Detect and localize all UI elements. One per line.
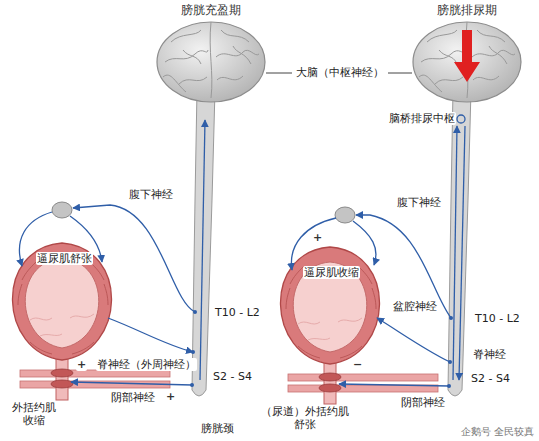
nerve-lines	[19, 120, 205, 385]
bladder	[12, 243, 170, 400]
segment-label: S2 - S4	[212, 370, 253, 383]
nerve-label: 盆腔神经	[392, 300, 438, 313]
nerve-label: 阴部神经	[110, 391, 156, 404]
muscle-label: 逼尿肌舒张	[36, 252, 93, 265]
spinal-cord	[192, 90, 215, 396]
brain	[157, 22, 265, 102]
nerve-label: 腹下神经	[396, 196, 442, 209]
spinal-cord	[448, 90, 471, 396]
brain	[413, 22, 521, 102]
sign-label: +	[165, 390, 176, 403]
nerve-dots	[190, 310, 453, 388]
nerve-label: 脊神经	[472, 348, 507, 361]
sphincter-label: 外括约肌 收缩	[8, 401, 60, 427]
watermark: 企鹅号 全民较真	[460, 426, 535, 438]
neck-label: 膀胱颈	[200, 422, 235, 435]
sign-label: +	[76, 358, 87, 371]
sphincter-label: （尿道）外括约肌 舒张	[254, 405, 356, 431]
segment-label: T10 - L2	[474, 312, 521, 325]
nerve-label: 阴部神经	[400, 396, 446, 409]
nerve-label: 脊神经（外周神经）	[96, 358, 197, 371]
muscle-label: 逼尿肌收缩	[303, 266, 360, 279]
ganglion	[52, 202, 72, 218]
segment-label: T10 - L2	[214, 306, 261, 319]
brain-label: 大脑（中枢神经）	[295, 66, 385, 79]
phase-title: 膀胱充盈期	[180, 3, 242, 17]
ganglion	[335, 207, 355, 223]
sign-label: −	[352, 358, 363, 371]
red-arrow	[454, 30, 480, 82]
sign-label: +	[312, 231, 323, 244]
leader-line	[388, 73, 412, 74]
leader-line	[266, 73, 292, 74]
nerve-label: 腹下神经	[128, 188, 174, 201]
bladder	[280, 247, 438, 404]
pons-label: 脑桥排尿中枢	[388, 112, 456, 125]
phase-title: 膀胱排尿期	[436, 3, 498, 17]
nerve-lines	[291, 115, 465, 386]
segment-label: S2 - S4	[470, 372, 511, 385]
